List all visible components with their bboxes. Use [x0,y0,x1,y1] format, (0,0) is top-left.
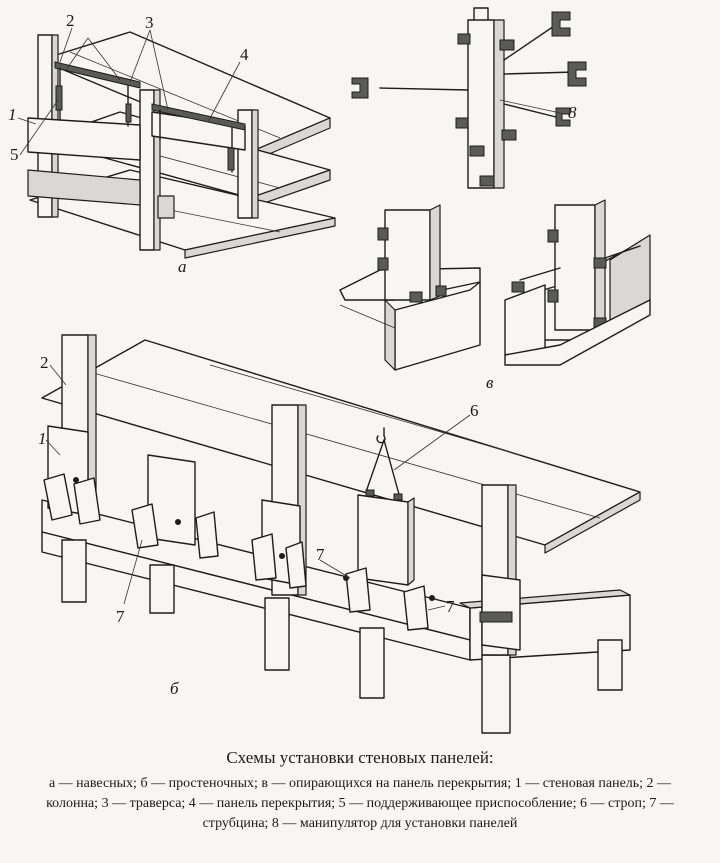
callout-a-1: 1 [8,105,17,124]
callout-b-2: 2 [40,353,49,372]
caption-title: Схемы установки стеновых панелей: [226,748,494,767]
callout-a-4: 4 [240,45,249,64]
clamps [43,473,513,631]
panel-b-drawing [41,334,641,734]
panel-a-drawing [17,27,336,259]
panel-c-label: в [486,373,494,392]
callout-b-7-right: 7 [446,597,455,616]
callout-a-2: 2 [66,11,75,30]
callout-a-5: 5 [10,145,19,164]
callout-b-7-middle: 7 [316,545,325,564]
panel-b-label: б [170,679,179,698]
construction-diagram: 2 3 4 1 5 а 8 [8,7,651,734]
figure-caption: Схемы установки стеновых панелей: а — на… [20,748,700,834]
callout-b-6: 6 [470,401,479,420]
callout-a-3: 3 [145,13,154,32]
panel-a-label: а [178,257,187,276]
callout-b-7-left: 7 [116,607,125,626]
callout-c-8: 8 [568,103,577,122]
callout-b-1: 1 [38,429,47,448]
panel-c-drawing [339,199,651,371]
caption-body: а — навесных; б — простеночных; в — опир… [46,776,674,831]
manipulator-drawing [351,7,587,189]
